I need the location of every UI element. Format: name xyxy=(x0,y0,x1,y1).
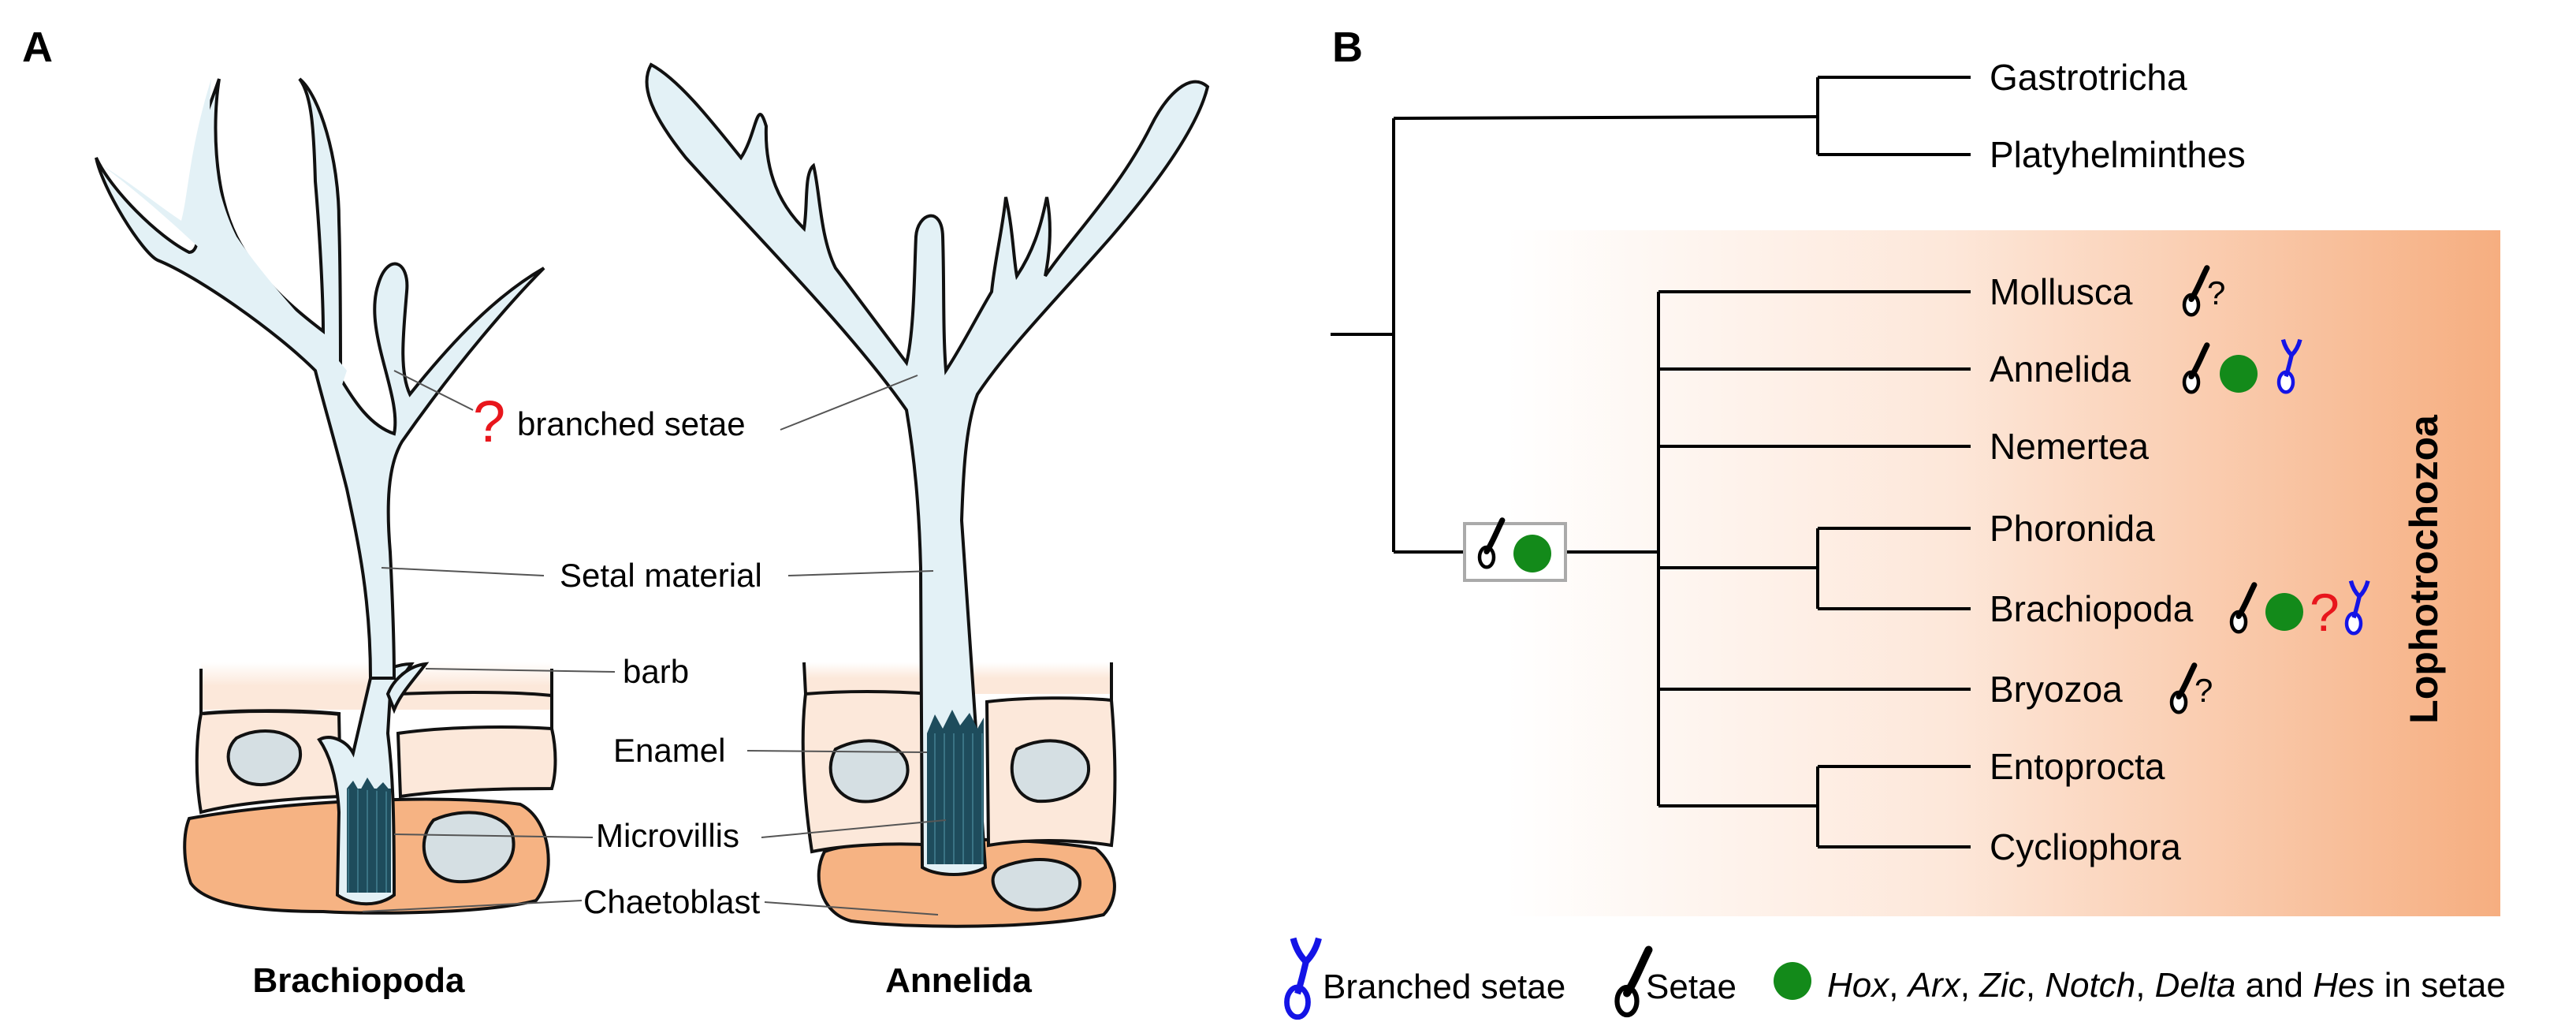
brachiopoda-microvilli-top xyxy=(347,778,391,792)
brachiopoda-nucleus-1 xyxy=(226,729,303,787)
leader-barb xyxy=(425,668,616,673)
brachiopoda-gene-dot xyxy=(2265,593,2303,631)
setal-material-label: Setal material xyxy=(560,557,762,594)
taxon-cycliophora: Cycliophora xyxy=(1990,826,2181,867)
taxon-gastrotricha: Gastrotricha xyxy=(1990,57,2187,98)
node-gene-dot xyxy=(1513,535,1551,572)
panel-a-letter: A xyxy=(22,24,53,71)
brachiopoda-microvilli xyxy=(347,789,391,893)
gene-zic: Zic xyxy=(1979,966,2026,1005)
taxon-annelida: Annelida xyxy=(1990,349,2131,390)
taxon-brachiopoda: Brachiopoda xyxy=(1990,588,2194,629)
brachiopoda-enamel-line-3 xyxy=(203,710,341,716)
brachiopoda-red-question: ? xyxy=(2310,583,2340,643)
taxon-label-brachiopoda: Brachiopoda xyxy=(253,961,465,1000)
taxon-mollusca: Mollusca xyxy=(1990,271,2133,312)
taxon-labels: Gastrotricha Platyhelminthes Mollusca An… xyxy=(1990,57,2246,867)
taxon-markers: ? ? ? xyxy=(2172,268,2368,712)
gene-arx: Arx xyxy=(1906,966,1962,1005)
leader-branched-left xyxy=(393,370,474,411)
annelida-setal-material xyxy=(645,62,1210,876)
annelida-enamel-line-1 xyxy=(802,662,807,695)
branched-setae-label: branched setae xyxy=(517,405,746,442)
gene-suffix: in setae xyxy=(2375,966,2506,1005)
legend-branched-setae-icon xyxy=(1287,938,1320,1017)
annelida-gene-dot xyxy=(2220,355,2258,393)
annelida-nucleus-3 xyxy=(1010,739,1091,804)
bryozoa-question: ? xyxy=(2194,672,2213,709)
leader-microvillis-left xyxy=(393,833,594,838)
taxon-platyhelminthes: Platyhelminthes xyxy=(1990,134,2246,175)
chaetoblast-label: Chaetoblast xyxy=(583,883,760,920)
gene-notch: Notch xyxy=(2045,966,2135,1005)
legend-gene-dot xyxy=(1774,962,1811,1000)
gene-hox: Hox xyxy=(1827,966,1890,1005)
leader-branched-right xyxy=(780,375,918,431)
gene-delta: Delta xyxy=(2155,966,2236,1005)
panel-b-letter: B xyxy=(1332,24,1363,71)
leader-microvillis-right xyxy=(761,819,947,838)
legend-setae-icon xyxy=(1617,950,1649,1016)
leader-chaetoblast-right xyxy=(764,901,939,916)
leader-chaetoblast-left xyxy=(362,900,583,912)
gene-hes: Hes xyxy=(2313,966,2374,1005)
lophotrochozoa-label: Lophotrochozoa xyxy=(2402,414,2446,724)
barb-label: barb xyxy=(623,653,689,690)
brachiopoda-barb xyxy=(385,662,430,714)
leader-setal-left xyxy=(381,567,545,576)
tree-outgroup-stem xyxy=(1393,115,1818,120)
microvillis-label: Microvillis xyxy=(596,817,739,854)
annelida-microvilli xyxy=(927,733,984,864)
annelida-setae-illustration xyxy=(645,62,1210,928)
brachiopoda-upper-branch-left xyxy=(102,79,347,394)
enamel-label: Enamel xyxy=(613,732,725,769)
brachiopoda-setal-upper xyxy=(95,77,545,680)
mollusca-question: ? xyxy=(2207,274,2225,311)
annelida-nucleus-2 xyxy=(991,858,1082,912)
legend-gene-text: Hox, Arx, Zic, Notch, Delta and Hes in s… xyxy=(1827,966,2506,1005)
annelida-microvilli-top xyxy=(927,710,984,733)
taxon-entoprocta: Entoprocta xyxy=(1990,746,2165,787)
legend-setae-label: Setae xyxy=(1646,968,1737,1006)
legend: Branched setae Setae Hox, Arx, Zic, Notc… xyxy=(1287,938,2506,1017)
taxon-nemertea: Nemertea xyxy=(1990,426,2149,467)
branched-setae-question: ? xyxy=(473,389,505,454)
brachiopoda-setae-illustration xyxy=(95,77,557,915)
taxon-label-annelida: Annelida xyxy=(885,961,1032,1000)
panel-a-annotations: ? branched setae Setal material barb Ena… xyxy=(253,370,1032,1000)
brachiopoda-nucleus-2 xyxy=(422,811,516,884)
taxon-phoronida: Phoronida xyxy=(1990,508,2155,549)
annelida-nucleus-1 xyxy=(828,739,910,804)
ancestral-node-box xyxy=(1463,520,1567,582)
lophotrochozoa-shading xyxy=(1506,230,2500,916)
brachiopoda-enamel-cell-right xyxy=(396,725,557,799)
phylogenetic-tree xyxy=(1331,76,1971,848)
brachiopoda-enamel-line-4 xyxy=(400,691,553,697)
taxon-bryozoa: Bryozoa xyxy=(1990,669,2123,710)
leader-enamel xyxy=(746,750,928,753)
legend-branched-setae-label: Branched setae xyxy=(1323,968,1565,1006)
leader-setal-right xyxy=(787,570,934,576)
